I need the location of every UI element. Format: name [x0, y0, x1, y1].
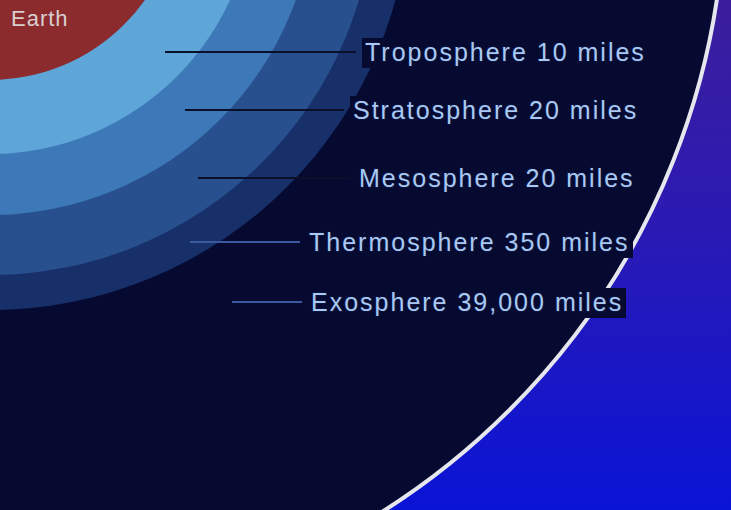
leader-line	[165, 51, 356, 53]
troposphere-band	[0, 0, 254, 154]
layer-label: Mesosphere 20 miles	[356, 164, 638, 194]
earth-shape	[0, 0, 180, 80]
leader-line	[198, 177, 350, 179]
layer-label: Exosphere 39,000 miles	[308, 288, 626, 318]
leader-line	[190, 241, 300, 243]
thermosphere-band	[0, 0, 410, 310]
stratosphere-band	[0, 0, 315, 215]
layer-label: Thermosphere 350 miles	[306, 228, 633, 258]
earth-label: Earth	[8, 6, 72, 32]
leader-line	[185, 109, 344, 111]
leader-line	[232, 301, 302, 303]
layer-label: Stratosphere 20 miles	[350, 96, 641, 126]
layer-label: Troposphere 10 miles	[362, 38, 649, 68]
